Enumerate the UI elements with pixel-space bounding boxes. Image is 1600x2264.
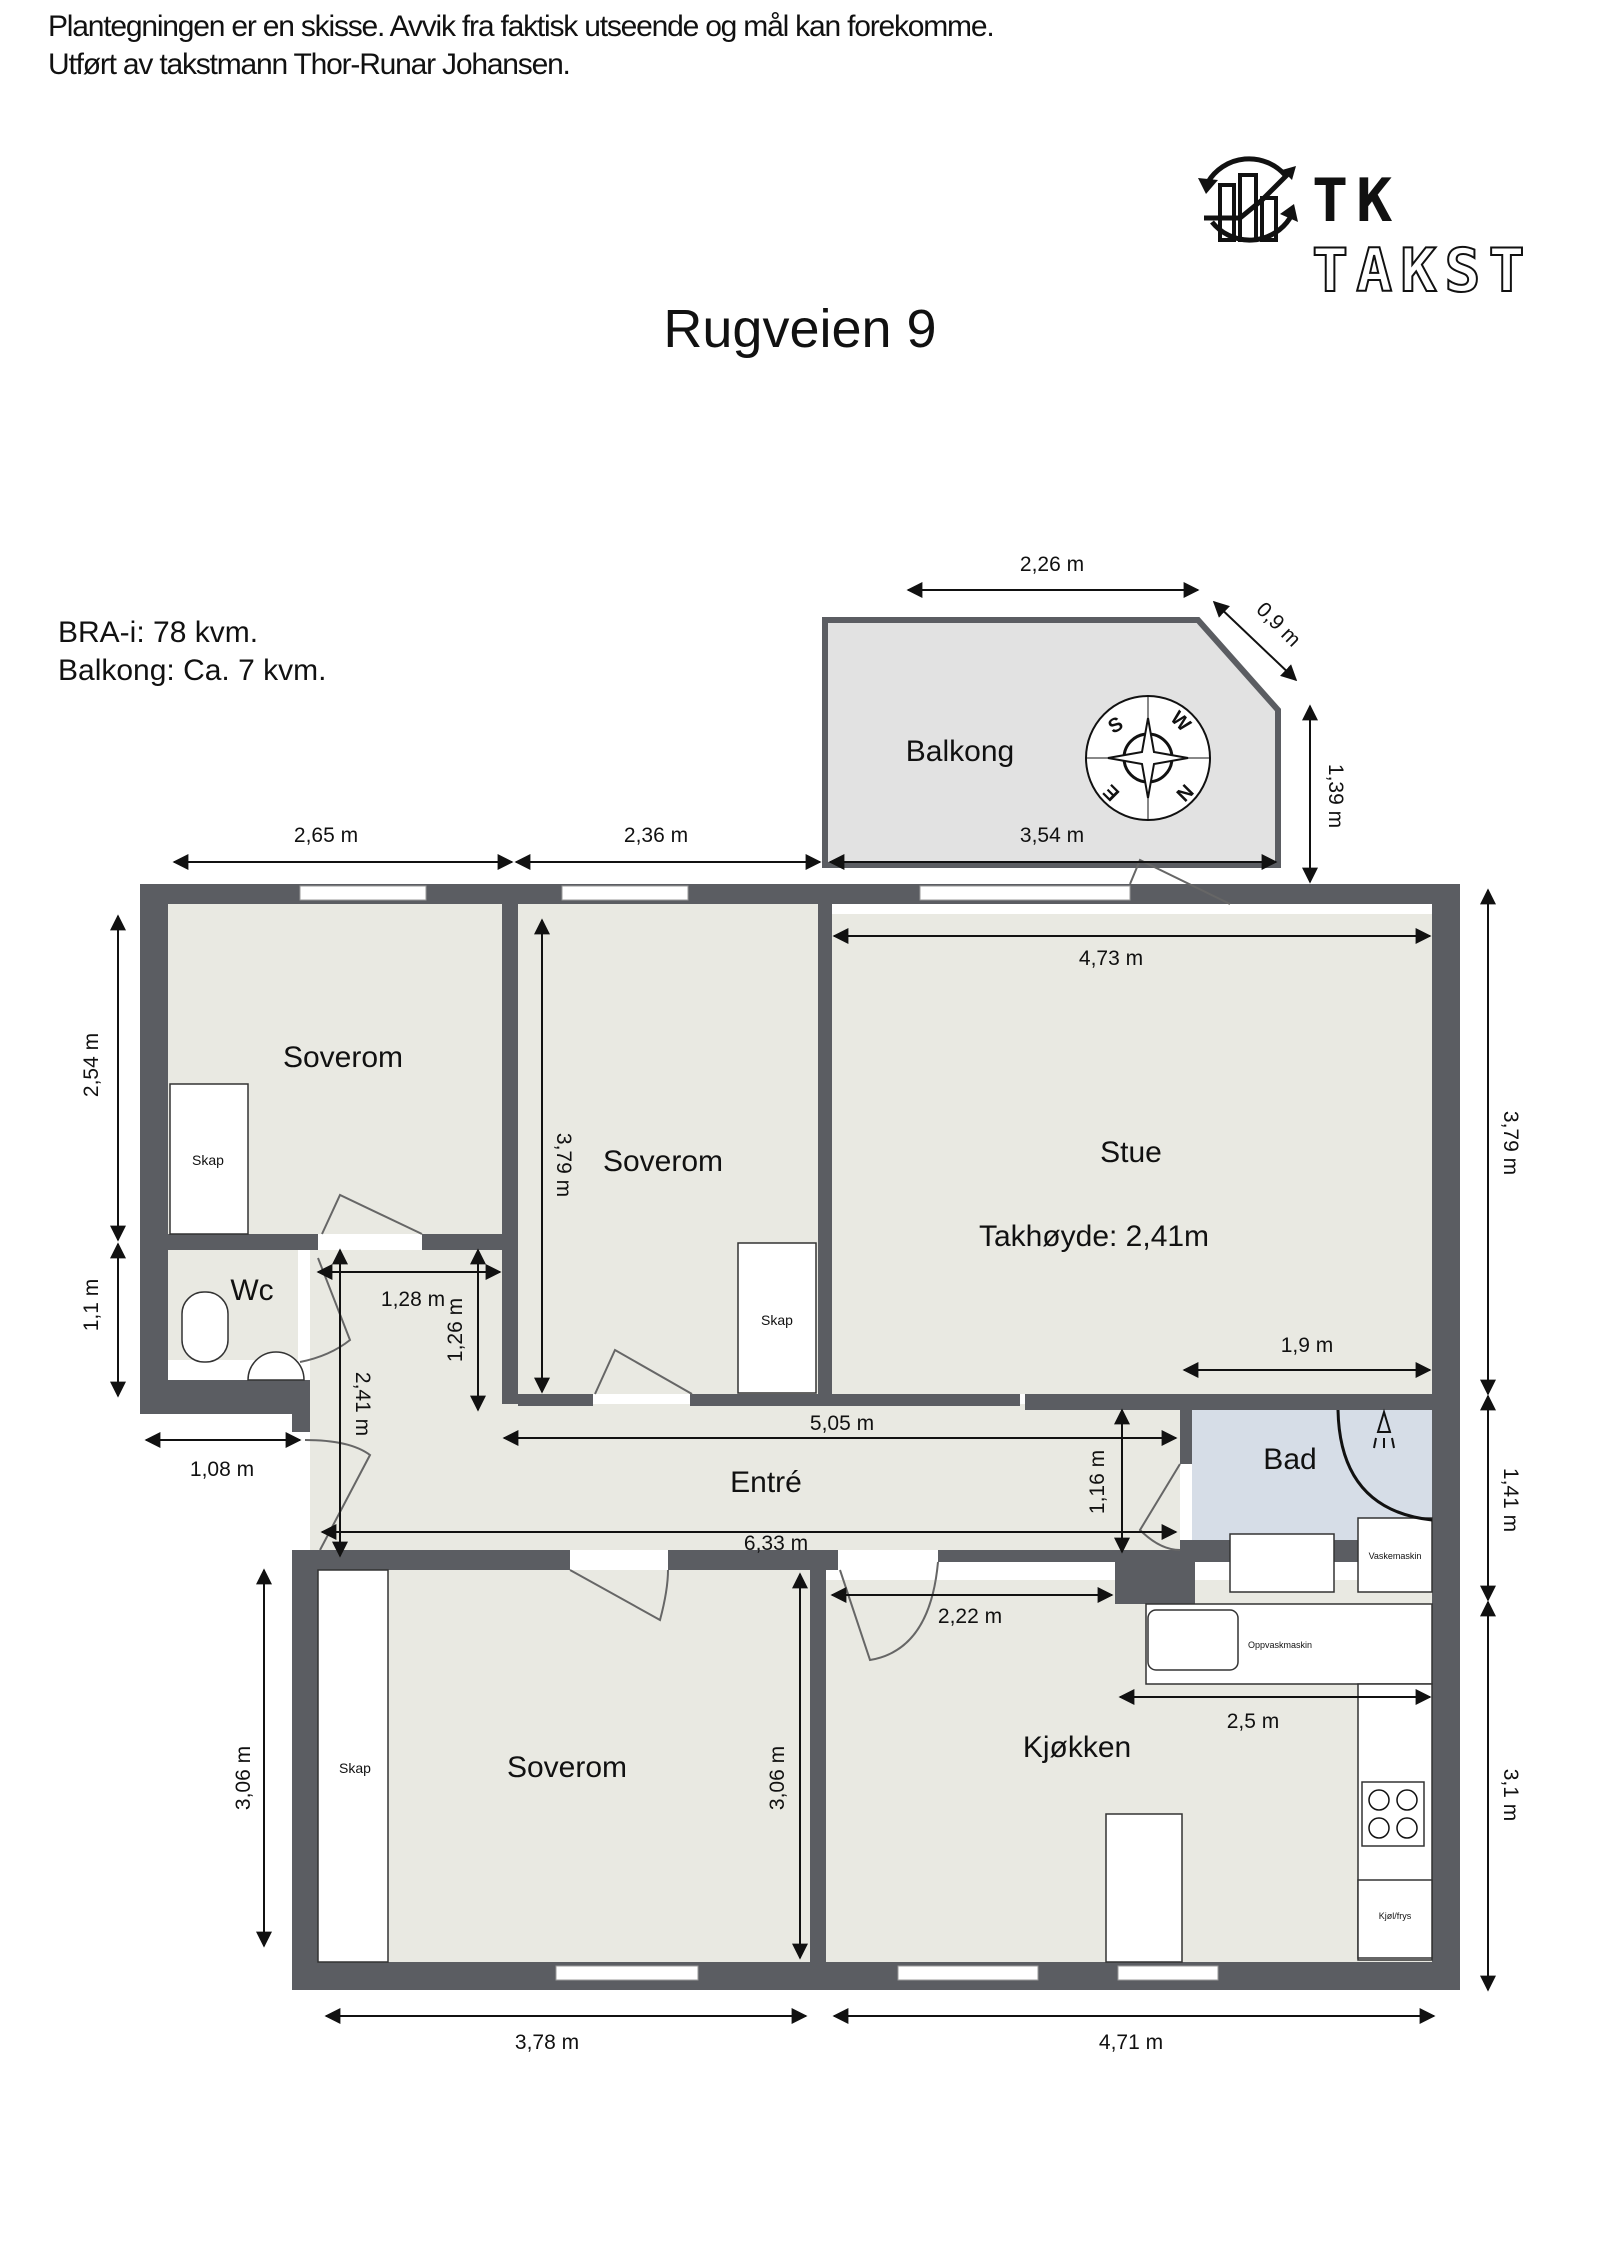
- ceiling-height-label: Takhøyde: 2,41m: [978, 1220, 1210, 1253]
- room-label-soverom-1: Soverom: [282, 1041, 404, 1074]
- vaskemaskin-label: Vaskemaskin: [1368, 1551, 1422, 1561]
- disclaimer: Plantegningen er en skisse. Avvik fra fa…: [48, 8, 995, 84]
- dim-soverom2-height: 3,79 m: [552, 1132, 575, 1198]
- logo-text-tk: TK: [1312, 166, 1401, 236]
- toilet-icon: [181, 1291, 229, 1363]
- dim-bottom-left: 3,78 m: [514, 2031, 580, 2054]
- skap-label-3: Skap: [339, 1760, 371, 1776]
- balcony-area: Balkong: Ca. 7 kvm.: [58, 654, 327, 687]
- dim-balcony-side: 1,39 m: [1324, 763, 1347, 829]
- skap-label-1: Skap: [192, 1152, 224, 1168]
- bathtub-sink: [1229, 1533, 1335, 1593]
- dim-top-left: 2,65 m: [293, 824, 359, 847]
- room-label-wc: Wc: [230, 1274, 274, 1307]
- dim-hall-height: 1,26 m: [444, 1297, 467, 1363]
- room-label-kjokken: Kjøkken: [1022, 1731, 1132, 1764]
- logo-text-takst: TAKST: [1311, 235, 1533, 307]
- room-label-soverom-2: Soverom: [602, 1145, 724, 1178]
- dim-right-bottom: 3,1 m: [1499, 1768, 1522, 1822]
- wardrobe-3: [317, 1569, 389, 1963]
- dim-kitchen-door: 2,22 m: [937, 1605, 1003, 1628]
- skap-label-2: Skap: [761, 1312, 793, 1328]
- dimension-lines: [110, 582, 1496, 2024]
- dim-top-mid: 2,36 m: [623, 824, 689, 847]
- wardrobe-2: [737, 1242, 817, 1394]
- dim-left-lower: 1,1 m: [80, 1278, 103, 1332]
- company-logo: TK TAKST: [1180, 140, 1600, 307]
- bra-area: BRA-i: 78 kvm.: [58, 616, 259, 649]
- dim-right-mid: 1,41 m: [1499, 1467, 1522, 1533]
- dim-entre-length: 5,05 m: [809, 1412, 875, 1435]
- compass-icon: [1085, 695, 1211, 821]
- dim-entry-height: 2,41 m: [351, 1371, 374, 1437]
- area-info: BRA-i: 78 kvm. Balkong: Ca. 7 kvm.: [58, 614, 326, 690]
- dim-left-bottom: 3,06 m: [232, 1745, 255, 1811]
- dim-entre-total: 6,33 m: [743, 1532, 809, 1555]
- disclaimer-line-1: Plantegningen er en skisse. Avvik fra fa…: [48, 10, 995, 43]
- shower-icon: [1373, 1408, 1395, 1449]
- room-label-balkong: Balkong: [905, 735, 1015, 768]
- dim-stue-width: 4,73 m: [1078, 947, 1144, 970]
- room-label-soverom-3: Soverom: [506, 1751, 628, 1784]
- wardrobe-1: [169, 1083, 249, 1235]
- dim-stue-partial: 1,9 m: [1280, 1334, 1334, 1357]
- stove: [1361, 1781, 1425, 1847]
- dim-entry-offset: 1,08 m: [189, 1458, 255, 1481]
- dim-balcony-width: 3,54 m: [1019, 824, 1085, 847]
- chart-arrow-cycle-icon: [1198, 156, 1298, 243]
- page-title: Rugveien 9: [663, 299, 937, 359]
- dim-kitchen-counter: 2,5 m: [1226, 1710, 1280, 1733]
- fridge: [1357, 1879, 1433, 1959]
- kitchen-island: [1105, 1813, 1183, 1963]
- disclaimer-line-2: Utført av takstmann Thor-Runar Johansen.: [48, 48, 571, 81]
- dim-soverom3-height: 3,06 m: [766, 1745, 789, 1811]
- wc-sink-icon: [247, 1351, 305, 1381]
- logo-wordmark: TK TAKST: [1311, 166, 1600, 307]
- dim-balcony-top: 2,26 m: [1019, 553, 1085, 576]
- dim-hall-width: 1,28 m: [380, 1288, 446, 1311]
- stove-burners: [1368, 1789, 1418, 1839]
- room-label-stue: Stue: [1100, 1136, 1162, 1169]
- dim-right-upper: 3,79 m: [1499, 1110, 1522, 1176]
- room-label-entre: Entré: [730, 1466, 802, 1499]
- shower-curve: [1336, 1409, 1433, 1522]
- kjolfrys-label: Kjøl/frys: [1378, 1911, 1412, 1921]
- dim-left-upper: 2,54 m: [80, 1032, 103, 1098]
- windows: [299, 885, 1219, 1981]
- oppvaskmaskin-label: Oppvaskmaskin: [1247, 1640, 1313, 1650]
- room-label-bad: Bad: [1263, 1443, 1317, 1476]
- washing-machine: [1357, 1517, 1433, 1593]
- dim-entre-depth: 1,16 m: [1086, 1449, 1109, 1515]
- kitchen-sink: [1147, 1609, 1239, 1671]
- dim-bottom-right: 4,71 m: [1098, 2031, 1164, 2054]
